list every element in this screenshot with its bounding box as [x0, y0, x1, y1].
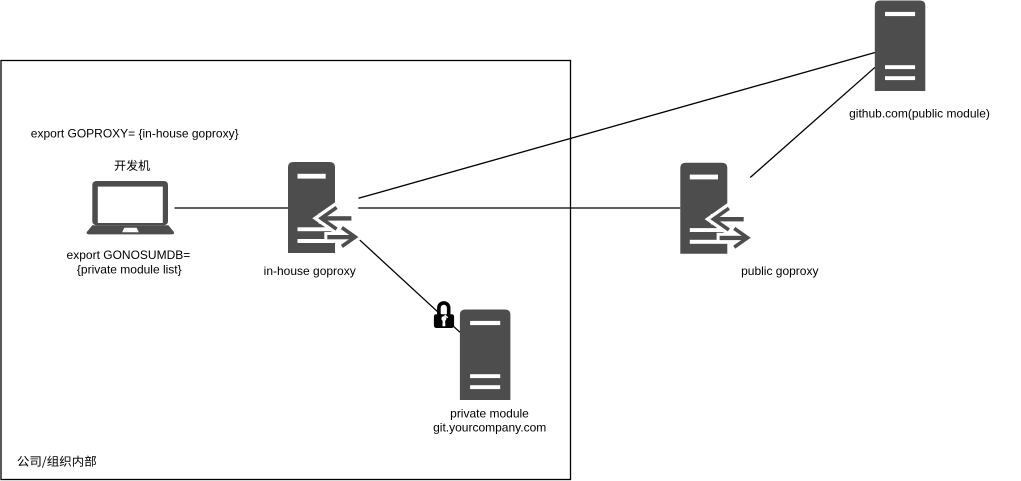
svg-text:{private module list}: {private module list} — [77, 262, 182, 276]
svg-text:export GONOSUMDB=: export GONOSUMDB= — [67, 248, 191, 262]
svg-text:export GOPROXY= {in-house gopr: export GOPROXY= {in-house goproxy} — [31, 126, 239, 140]
svg-text:github.com(public module): github.com(public module) — [849, 107, 990, 121]
svg-text:git.yourcompany.com: git.yourcompany.com — [433, 420, 546, 434]
svg-text:private module: private module — [450, 406, 529, 420]
svg-text:public goproxy: public goproxy — [741, 264, 818, 278]
svg-text:in-house goproxy: in-house goproxy — [264, 264, 356, 278]
